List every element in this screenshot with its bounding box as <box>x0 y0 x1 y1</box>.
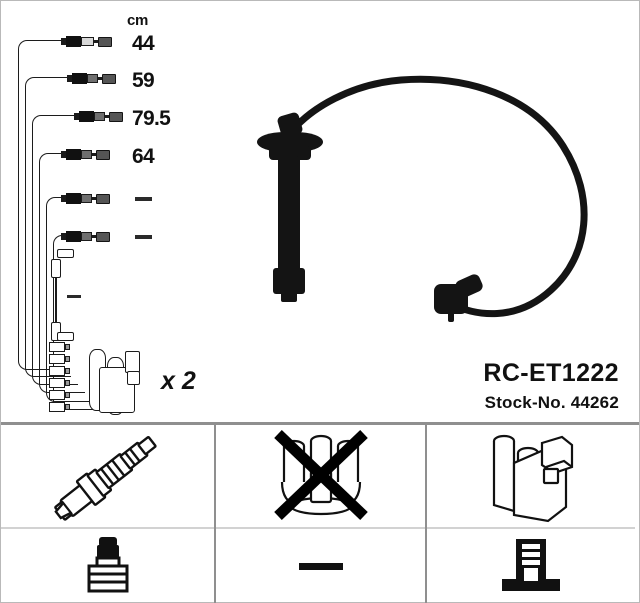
lead-connector-6 <box>61 230 110 243</box>
connector-sleeve-icon <box>81 194 92 203</box>
ignition-cable-arc <box>287 75 588 318</box>
ignition-coil-illustration <box>85 345 150 417</box>
connector-terminal-icon <box>96 231 110 242</box>
main-illustration-panel: cm 44 59 <box>1 1 639 422</box>
connector-block-icon <box>66 193 81 204</box>
connector-link-icon <box>92 235 96 238</box>
part-number: RC-ET1222 <box>483 359 619 387</box>
plug-boot-shaft <box>278 156 300 274</box>
panel-distributor-top <box>216 425 425 529</box>
connector-terminal-icon <box>102 73 116 84</box>
lead-wire-2 <box>25 77 71 377</box>
connector-cable-length-dash <box>67 295 81 298</box>
right-angle-boot-top <box>51 259 61 278</box>
connector-terminal-icon <box>96 149 110 160</box>
connector-sleeve-icon <box>81 37 94 46</box>
connector-sleeve-icon <box>81 150 92 159</box>
plug-boot-end <box>281 290 297 302</box>
terminal-boot-2 <box>49 354 70 364</box>
connector-sleeve-icon <box>94 112 105 121</box>
terminal-boot-5 <box>49 390 70 400</box>
spark-plug-icon <box>53 435 157 521</box>
connector-link-icon <box>92 153 96 156</box>
connector-link-icon <box>105 115 109 118</box>
plug-boot-icon <box>87 537 128 593</box>
quantity-multiplier: x 2 <box>161 367 196 395</box>
right-angle-arm-bottom <box>57 332 74 341</box>
coil-connector-plug <box>125 351 140 373</box>
lead-length-4: 64 <box>132 145 155 168</box>
connector-tab-icon <box>67 75 72 82</box>
panel-spark-plug-top <box>1 425 214 529</box>
panel-ignition-coil <box>427 425 635 603</box>
distributor-not-applicable-dash <box>298 562 343 570</box>
panel-distributor <box>214 425 427 603</box>
connector-link-icon <box>98 77 102 80</box>
connector-block-icon <box>79 111 94 122</box>
panel-ignition-coil-bottom <box>427 529 635 603</box>
connector-link-icon <box>94 40 98 43</box>
lead-connector-4 <box>61 148 110 161</box>
coil-connector-socket <box>127 371 140 385</box>
terminal-boot-3 <box>49 366 70 376</box>
connector-sleeve-icon <box>81 232 92 241</box>
lead-connector-2 <box>67 72 116 85</box>
plug-boot-tip <box>273 268 305 294</box>
lead-connector-5 <box>61 192 110 205</box>
connector-cable-wire <box>55 277 57 324</box>
terminal-boot-1 <box>49 342 70 352</box>
panel-divider <box>1 422 639 425</box>
right-angle-arm-top <box>57 249 74 258</box>
terminal-boot-4 <box>49 378 70 388</box>
lead-connector-1 <box>61 35 112 48</box>
ignition-coil-icon <box>492 434 574 523</box>
coil-end-terminal-pin <box>448 310 454 322</box>
right-angle-boot-bottom <box>51 322 61 341</box>
main-ignition-lead-illustration <box>251 46 636 346</box>
coil-connector-cable <box>47 249 93 349</box>
lead-length-2: 59 <box>132 69 155 92</box>
connector-terminal-icon <box>96 193 110 204</box>
coil-terminal-icon <box>502 539 560 591</box>
connector-block-icon <box>66 231 81 242</box>
connector-tab-icon <box>61 233 66 240</box>
panel-spark-plug <box>1 425 214 603</box>
panel-ignition-coil-top <box>427 425 635 529</box>
panel-distributor-bottom <box>216 529 425 603</box>
lead-length-6-dash <box>135 235 152 239</box>
connector-sleeve-icon <box>87 74 98 83</box>
application-icon-panels <box>1 425 639 603</box>
lead-length-3: 79.5 <box>132 107 171 130</box>
cross-out-x-icon <box>273 430 368 520</box>
panel-spark-plug-bottom <box>1 529 214 603</box>
lead-connector-3 <box>74 110 123 123</box>
lead-length-1: 44 <box>132 32 155 55</box>
connector-block-icon <box>66 149 81 160</box>
lead-wire-1 <box>18 40 64 370</box>
connector-link-icon <box>92 197 96 200</box>
distributor-cap-icon <box>273 430 368 520</box>
terminal-boot-6 <box>49 402 70 412</box>
connector-tab-icon <box>74 113 79 120</box>
stock-number: Stock-No. 44262 <box>484 393 619 412</box>
connector-terminal-icon <box>98 36 112 47</box>
connector-block-icon <box>72 73 87 84</box>
connector-tab-icon <box>61 38 66 45</box>
connector-tab-icon <box>61 151 66 158</box>
lead-length-5-dash <box>135 197 152 201</box>
connector-tab-icon <box>61 195 66 202</box>
connector-terminal-icon <box>109 111 123 122</box>
connector-block-icon <box>66 36 81 47</box>
unit-header-cm: cm <box>127 12 149 29</box>
